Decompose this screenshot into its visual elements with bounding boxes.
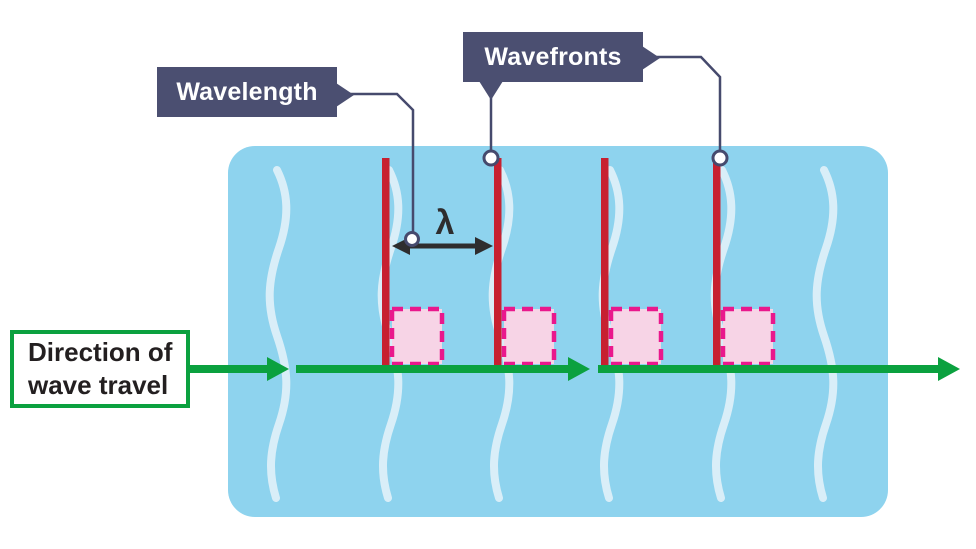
right-angle-marker — [608, 306, 664, 367]
callout-pointers — [336, 46, 729, 247]
wavelength-label: Wavelength — [157, 67, 337, 117]
right-angle-marker — [720, 306, 776, 367]
direction-label-line2: wave travel — [28, 370, 169, 400]
wavefront-bar — [713, 158, 721, 371]
wavefront-anchor-dot — [711, 149, 729, 167]
right-angle-marker — [501, 306, 557, 367]
wavefront-bars — [382, 158, 721, 371]
wavefront-anchor-dot — [482, 149, 500, 167]
lambda-symbol: λ — [435, 204, 455, 242]
direction-label-line1: Direction of — [28, 337, 173, 367]
wavefronts-pointer-line-right — [652, 55, 722, 152]
direction-arrow-head — [938, 357, 960, 381]
wavelength-label-text: Wavelength — [176, 77, 318, 106]
right-angle-markers — [389, 306, 776, 367]
wave-crest-line — [812, 166, 838, 502]
direction-arrow-head — [267, 357, 289, 381]
wavefronts-label-text: Wavefronts — [484, 42, 622, 71]
wavefront-bar — [382, 158, 390, 371]
direction-of-travel-label: Direction of wave travel — [10, 330, 190, 408]
wave-crest-line — [265, 166, 291, 502]
wavefronts-callout-tip-bottom — [479, 81, 503, 100]
wavelength-callout-tip — [336, 83, 354, 107]
direction-arrow-head — [568, 357, 590, 381]
wavefront-bar — [494, 158, 502, 371]
wavelength-arrow-right-head — [475, 237, 493, 255]
wavelength-anchor-dot — [404, 231, 420, 247]
wavefront-bar — [601, 158, 609, 371]
right-angle-marker — [389, 306, 445, 367]
water-region — [228, 146, 888, 517]
wavefronts-callout-tip-right — [642, 46, 660, 70]
wavelength-pointer-line — [350, 92, 415, 233]
direction-arrow — [189, 357, 960, 381]
wavefronts-label: Wavefronts — [463, 32, 643, 82]
